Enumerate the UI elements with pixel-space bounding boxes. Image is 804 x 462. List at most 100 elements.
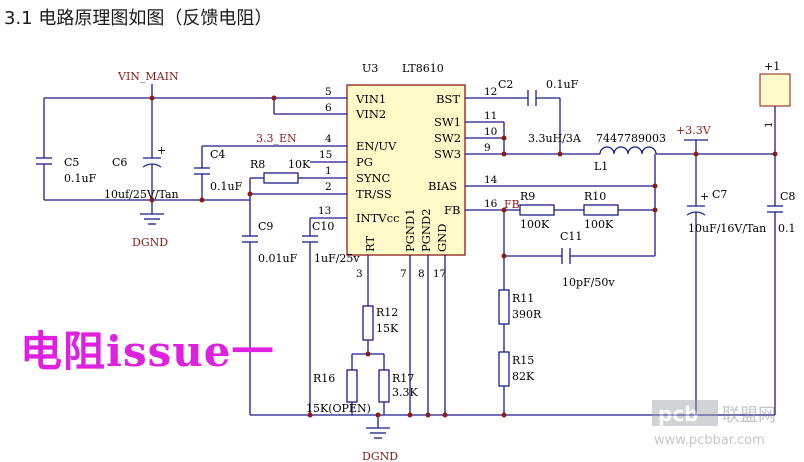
- net-vout: +3.3V: [676, 124, 712, 137]
- c5-ref: C5: [64, 156, 79, 169]
- pin-num-2: 2: [325, 181, 332, 193]
- watermark-cn: 联盟网: [722, 405, 776, 426]
- pin-num-10: 10: [484, 126, 497, 138]
- net-fb: FB: [504, 198, 520, 211]
- junction-dot: [271, 95, 277, 101]
- c9-value: 0.01uF: [258, 252, 298, 265]
- pin-name-sw3: SW3: [434, 147, 461, 161]
- pin-num-9: 9: [484, 142, 491, 154]
- resistor-r17: [378, 369, 390, 403]
- resistor-r11: [498, 289, 510, 325]
- junction-dot: [501, 412, 507, 418]
- page-heading: 3.1 电路原理图如图（反馈电阻）: [4, 8, 273, 29]
- r16-ref: R16: [313, 372, 335, 385]
- r12-value: 15K: [376, 322, 399, 335]
- pin-num-1: 1: [325, 165, 332, 177]
- junction-dot: [407, 412, 413, 418]
- c6-value: 10uf/25V/Tan: [104, 188, 179, 201]
- pin-name-intvcc: INTVcc: [356, 211, 399, 225]
- resistor-r12: [362, 305, 374, 341]
- watermark-url: www.pcbbar.com: [654, 433, 765, 448]
- pin-num-7: 7: [400, 268, 407, 280]
- connector-body: [759, 73, 791, 107]
- r10-value: 100K: [584, 218, 614, 231]
- c2-ref: C2: [498, 78, 513, 91]
- c4-ref: C4: [210, 148, 225, 161]
- r15-value: 82K: [512, 370, 535, 383]
- c2-value: 0.1uF: [546, 78, 579, 91]
- net-en: 3.3_EN: [256, 132, 297, 145]
- c7-polarity: +: [700, 190, 709, 203]
- pin-name-pg: PG: [356, 155, 373, 169]
- pin-num-6: 6: [325, 102, 332, 114]
- ic-ref: U3: [362, 62, 378, 75]
- pin-name-bst: BST: [436, 92, 460, 106]
- conn-pin-num: 1: [763, 121, 775, 128]
- net-dgnd-left: DGND: [132, 236, 168, 249]
- junction-dot: [442, 412, 448, 418]
- junction-dot: [149, 95, 155, 101]
- junction-dot: [247, 191, 253, 197]
- c10-value: 1uF/25v: [314, 252, 360, 265]
- pin-num-15: 15: [319, 149, 332, 161]
- pin-name-sync: SYNC: [356, 171, 391, 185]
- l1-part: 7447789003: [596, 132, 666, 145]
- conn-label: +1: [764, 60, 780, 73]
- pin-name-bias: BIAS: [428, 179, 457, 193]
- junction-dot: [425, 412, 431, 418]
- pin-name-pgnd2: PGND2: [419, 208, 433, 252]
- junction-dot: [307, 412, 313, 418]
- c10-ref: C10: [312, 220, 334, 233]
- watermark-logo: pcb 联盟网 www.pcbbar.com: [650, 396, 800, 452]
- pin-name-sw1: SW1: [434, 115, 461, 129]
- net-dgnd-bottom: DGND: [362, 450, 398, 462]
- pin-name-sw2: SW2: [434, 131, 461, 145]
- r11-value: 390R: [512, 308, 542, 321]
- c11-ref: C11: [560, 230, 582, 243]
- r12-ref: R12: [376, 306, 398, 319]
- pin-name-gnd: GND: [435, 224, 449, 252]
- junction-dot: [557, 151, 563, 157]
- junction-dot: [375, 412, 381, 418]
- pin-num-16: 16: [484, 198, 498, 210]
- resistor-r16: [346, 369, 358, 403]
- pin-num-3: 3: [356, 268, 363, 280]
- junction-dot: [652, 183, 658, 189]
- pin-name-vin1: VIN1: [355, 92, 386, 106]
- c11-value: 10pF/50v: [562, 276, 615, 289]
- pin-num-13: 13: [318, 205, 331, 217]
- r11-ref: R11: [512, 292, 534, 305]
- pin-name-rt: RT: [363, 236, 377, 252]
- c4-value: 0.1uF: [210, 180, 243, 193]
- c7-ref: C7: [712, 188, 727, 201]
- junction-dot: [365, 351, 371, 357]
- pin-name-vin2: VIN2: [355, 107, 386, 121]
- r17-value: 3.3K: [392, 386, 418, 399]
- junction-dot: [772, 151, 778, 157]
- ic-part: LT8610: [402, 62, 444, 75]
- resistor-r8: [263, 172, 299, 184]
- junction-dot: [501, 253, 507, 259]
- inductor-l1: [599, 146, 657, 155]
- junction-dot: [199, 197, 205, 203]
- r9-ref: R9: [520, 190, 535, 203]
- junction-dot: [652, 207, 658, 213]
- r17-ref: R17: [392, 372, 414, 385]
- resistor-r15: [498, 351, 510, 387]
- c8-ref: C8: [780, 190, 795, 203]
- c6-polarity: +: [157, 144, 166, 157]
- junction-dot: [149, 197, 155, 203]
- watermark-badge: [652, 400, 718, 426]
- pin-num-4: 4: [325, 133, 332, 145]
- c6-ref: C6: [112, 156, 127, 169]
- watermark-brand: pcb: [658, 402, 699, 426]
- junction-dot: [501, 207, 507, 213]
- pin-num-8: 8: [418, 268, 425, 280]
- r16-value: 15K(OPEN): [306, 402, 371, 415]
- r10-ref: R10: [584, 190, 606, 203]
- c9-ref: C9: [258, 220, 273, 233]
- junction-dot: [693, 151, 699, 157]
- pin-name-trss: TR/SS: [356, 187, 392, 201]
- c8-value: 0.1: [778, 222, 796, 235]
